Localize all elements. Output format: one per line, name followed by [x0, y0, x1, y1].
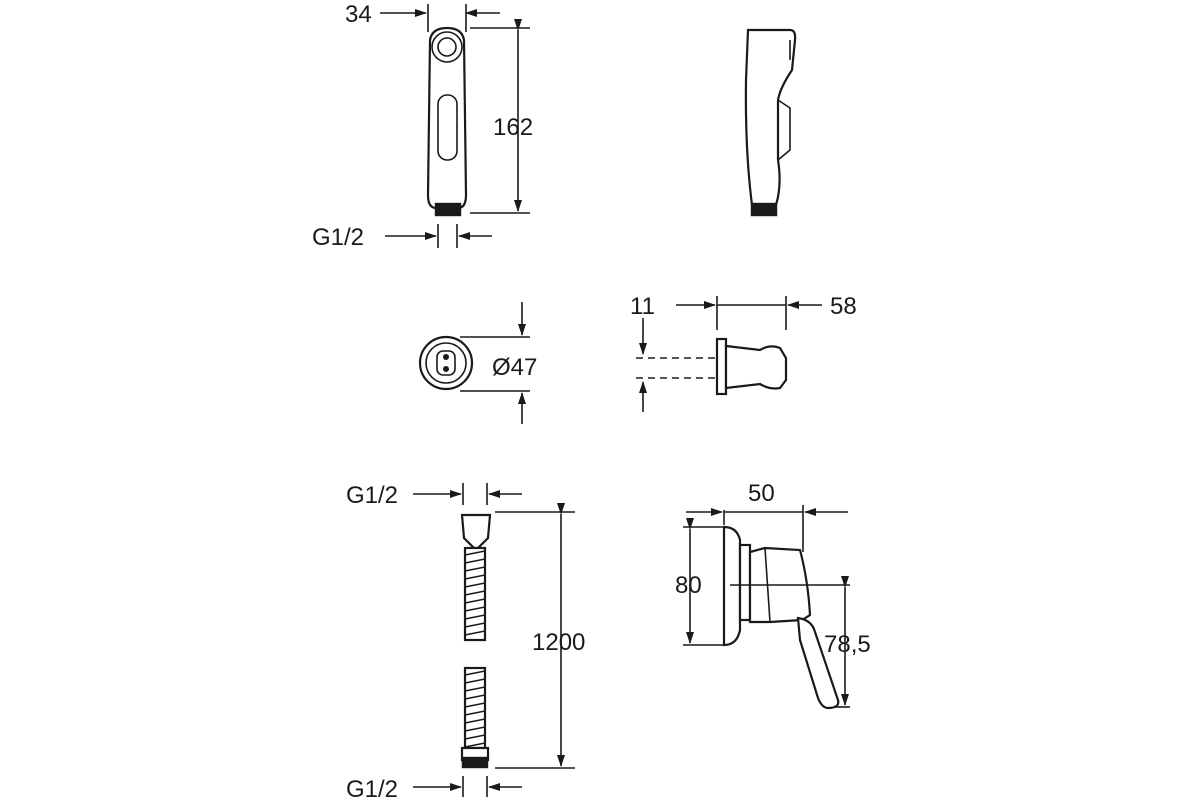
label-34: 34 — [345, 1, 372, 28]
dim-valve-height: 80 — [675, 518, 726, 646]
dim-lever-drop: 78,5 — [730, 576, 871, 708]
label-80: 80 — [675, 572, 702, 599]
dim-flange-diameter: Ø47 — [460, 302, 537, 424]
label-d47: Ø47 — [492, 354, 537, 381]
wall-flange — [418, 335, 474, 391]
label-g12-handshower: G1/2 — [312, 224, 364, 251]
label-g12-hose-bottom: G1/2 — [346, 776, 398, 800]
label-58: 58 — [830, 293, 857, 320]
dim-handshower-thread: G1/2 — [312, 224, 492, 251]
dim-holder: 11 58 — [630, 293, 857, 330]
dim-handshower-width: 34 — [345, 1, 500, 32]
holder-side-view — [636, 318, 788, 412]
dim-hose-thread-top: G1/2 — [346, 482, 522, 509]
dim-valve-depth: 50 — [686, 480, 848, 552]
dim-hose-length: 1200 — [495, 503, 585, 769]
dim-hose-thread-bottom: G1/2 — [346, 776, 522, 800]
label-1200: 1200 — [532, 629, 585, 656]
handshower-side-view — [744, 28, 797, 217]
dim-handshower-height: 162 — [470, 19, 533, 214]
label-g12-hose-top: G1/2 — [346, 482, 398, 509]
label-11: 11 — [630, 293, 655, 320]
mixer-valve — [722, 525, 840, 710]
label-78-5: 78,5 — [824, 631, 871, 658]
label-162: 162 — [493, 114, 533, 141]
hose — [460, 513, 492, 769]
label-50: 50 — [748, 480, 775, 507]
handshower-front-view — [426, 26, 468, 217]
